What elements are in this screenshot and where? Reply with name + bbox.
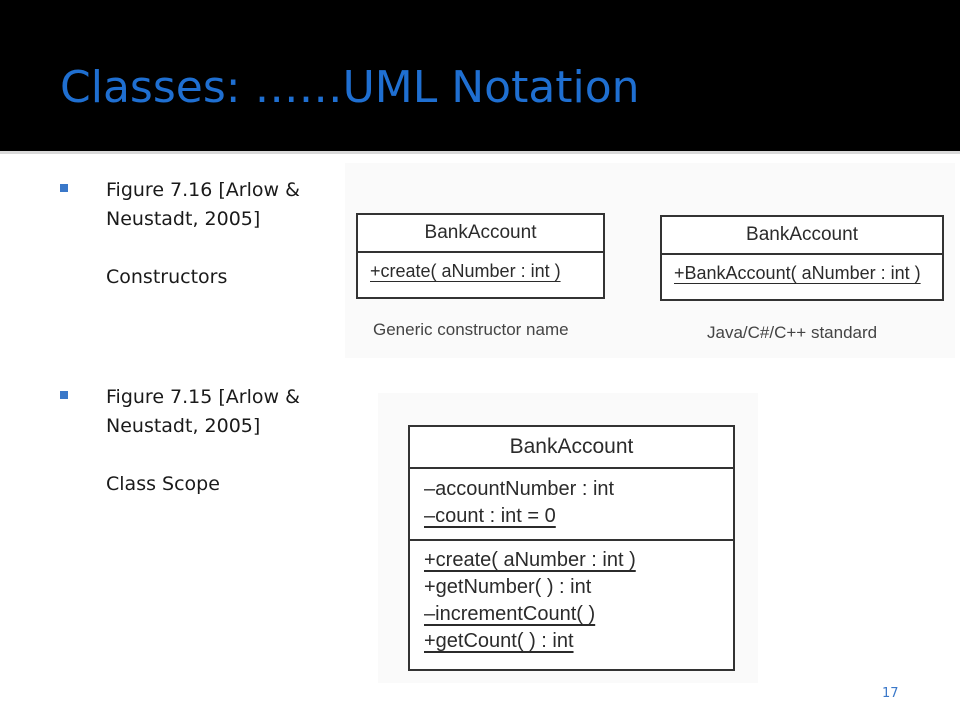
- uml-class-name: BankAccount: [662, 217, 942, 255]
- bullet-text: Figure 7.16 [Arlow & Neustadt, 2005] Con…: [106, 176, 406, 292]
- uml-class-generic-constructor: BankAccount +create( aNumber : int ): [356, 213, 605, 299]
- uml-class-language-constructor: BankAccount +BankAccount( aNumber : int …: [660, 215, 944, 301]
- slide-header: Classes: ……UML Notation: [0, 0, 960, 151]
- uml-operations-section: +BankAccount( aNumber : int ): [662, 255, 942, 284]
- bullet-line: Figure 7.15 [Arlow &: [106, 386, 300, 408]
- uml-attribute: –count : int = 0: [424, 505, 556, 527]
- figure-7-16-image: BankAccount +create( aNumber : int ) Gen…: [345, 163, 955, 358]
- figure-caption: Generic constructor name: [373, 320, 569, 339]
- uml-operation: –incrementCount( ): [424, 603, 596, 625]
- square-bullet-icon: [60, 184, 68, 192]
- bullet-text: Figure 7.15 [Arlow & Neustadt, 2005] Cla…: [106, 383, 406, 499]
- uml-class-name: BankAccount: [358, 215, 603, 253]
- uml-operation: +create( aNumber : int ): [424, 549, 636, 571]
- uml-attributes-section: –accountNumber : int –count : int = 0: [410, 469, 733, 539]
- uml-operations-section: +create( aNumber : int ) +getNumber( ) :…: [410, 539, 733, 655]
- bullet-subtext: Class Scope: [106, 473, 220, 495]
- uml-class-name: BankAccount: [410, 427, 733, 469]
- figure-7-15-image: BankAccount –accountNumber : int –count …: [378, 393, 758, 683]
- header-divider: [0, 151, 960, 154]
- uml-operations-section: +create( aNumber : int ): [358, 253, 603, 282]
- bullet-line: Neustadt, 2005]: [106, 208, 261, 230]
- page-number: 17: [882, 686, 899, 701]
- uml-operation: +getCount( ) : int: [424, 630, 574, 652]
- uml-class-bankaccount: BankAccount –accountNumber : int –count …: [408, 425, 735, 671]
- square-bullet-icon: [60, 391, 68, 399]
- uml-operation: +getNumber( ) : int: [424, 576, 592, 598]
- uml-operation: +BankAccount( aNumber : int ): [674, 263, 921, 283]
- slide-title: Classes: ……UML Notation: [60, 62, 640, 113]
- bullet-line: Neustadt, 2005]: [106, 415, 261, 437]
- uml-operation: +create( aNumber : int ): [370, 261, 561, 281]
- uml-attribute: –accountNumber : int: [424, 478, 615, 500]
- bullet-subtext: Constructors: [106, 266, 228, 288]
- figure-caption: Java/C#/C++ standard: [707, 323, 878, 342]
- bullet-line: Figure 7.16 [Arlow &: [106, 179, 300, 201]
